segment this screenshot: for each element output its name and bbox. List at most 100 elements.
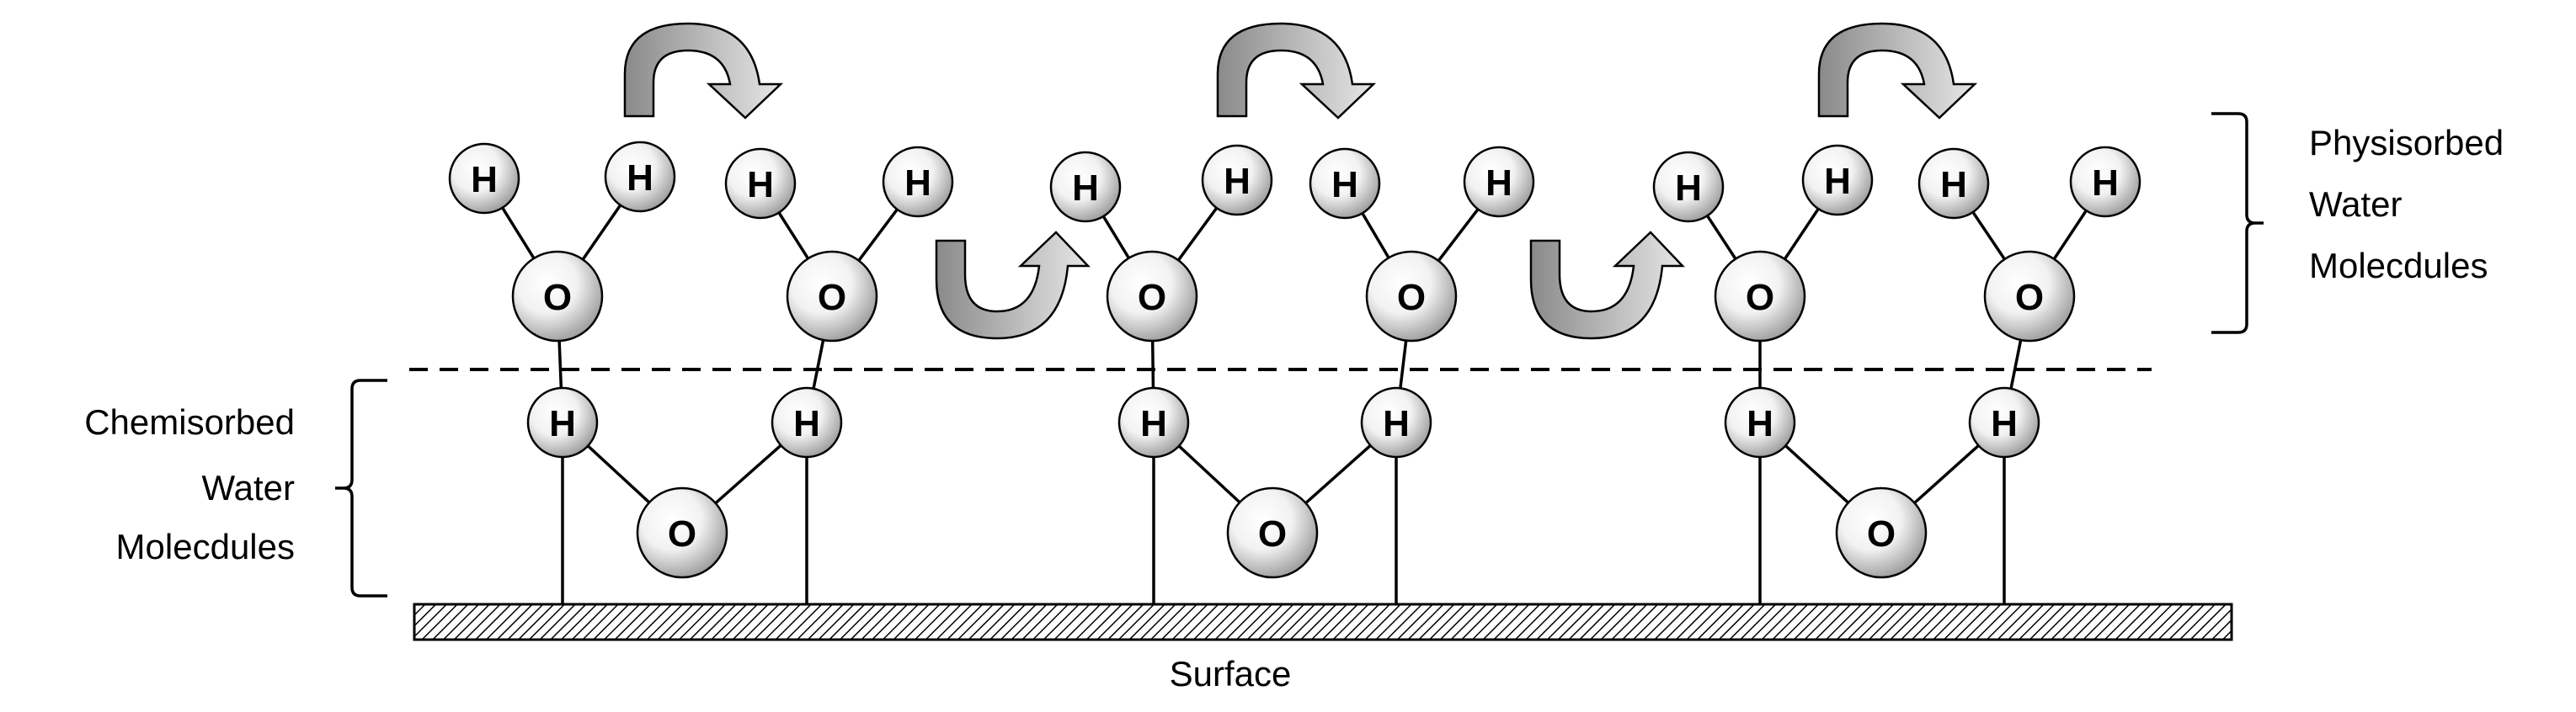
phys-hydrogen-2-left-b-circle (1201, 144, 1273, 216)
phys-oxygen-2-right: O (1365, 250, 1458, 343)
chem-oxygen-1-label: O (668, 513, 696, 555)
physisorbed-caption-line-1: Physisorbed (2309, 123, 2504, 162)
chem-oxygen-2-circle (1226, 486, 1319, 579)
phys-oxygen-1-right: O (786, 250, 878, 343)
phys-hydrogen-1-right-b-label: H (904, 162, 931, 204)
phys-hydrogen-3-left-b: H (1801, 144, 1874, 216)
phys-hydrogen-1-right-b: H (882, 146, 954, 218)
chem-hydrogen-1-left: H (526, 386, 599, 459)
chem-oxygen-1: O (636, 486, 728, 579)
phys-oxygen-3-right: O (1983, 250, 2076, 343)
chem-hydrogen-3-right-circle (1968, 386, 2040, 459)
chem-hydrogen-3-left-circle (1724, 386, 1796, 459)
phys-hydrogen-2-right-b-circle (1463, 146, 1535, 218)
chem-hydrogen-1-right: H (771, 386, 843, 459)
phys-oxygen-3-right-label: O (2015, 277, 2044, 318)
chem-hydrogen-1-right-circle (771, 386, 843, 459)
chem-hydrogen-3-left: H (1724, 386, 1796, 459)
chem-hydrogen-2-left-label: H (1140, 403, 1167, 444)
rotation-arrow-top-3 (1817, 22, 1978, 120)
phys-hydrogen-1-left-a-label: H (471, 159, 498, 200)
phys-oxygen-1-right-label: O (818, 277, 846, 318)
phys-hydrogen-2-left-a-circle (1049, 151, 1122, 223)
rotation-arrow-top-2 (1216, 22, 1377, 120)
chemisorbed-caption-line-3: Molecdules (116, 527, 295, 566)
chem-oxygen-1-circle (636, 486, 728, 579)
phys-hydrogen-1-left-a-circle (448, 142, 520, 215)
phys-oxygen-3-left: O (1714, 250, 1806, 343)
phys-hydrogen-2-left-a-label: H (1072, 167, 1099, 209)
chemisorbed-caption: Chemisorbed Water Molecdules (84, 402, 295, 566)
phys-oxygen-3-left-label: O (1746, 277, 1774, 318)
phys-hydrogen-3-left-b-label: H (1824, 161, 1851, 202)
phys-oxygen-3-right-circle (1983, 250, 2076, 343)
rotation-arrow-top-1 (623, 22, 784, 120)
chemisorbed-caption-line-1: Chemisorbed (84, 402, 295, 442)
chem-hydrogen-2-right-circle (1360, 386, 1432, 459)
phys-hydrogen-2-right-a-label: H (1331, 164, 1358, 205)
phys-hydrogen-1-left-a: H (448, 142, 520, 215)
chem-hydrogen-2-left-circle (1117, 386, 1190, 459)
phys-oxygen-2-right-label: O (1397, 277, 1426, 318)
phys-hydrogen-3-right-b-label: H (2092, 162, 2119, 204)
phys-hydrogen-3-left-b-circle (1801, 144, 1874, 216)
arrows-layer (623, 22, 1978, 340)
chem-oxygen-3: O (1835, 486, 1928, 579)
chemisorbed-caption-line-2: Water (202, 468, 295, 507)
phys-hydrogen-2-left-a: H (1049, 151, 1122, 223)
chemisorbed-brace (335, 379, 387, 598)
chem-hydrogen-2-right-label: H (1383, 403, 1410, 444)
phys-hydrogen-3-right-a: H (1917, 147, 1990, 220)
chem-hydrogen-3-right-label: H (1991, 403, 2018, 444)
phys-hydrogen-3-left-a-circle (1652, 151, 1725, 223)
phys-hydrogen-2-right-b-label: H (1485, 162, 1512, 204)
phys-hydrogen-1-left-b: H (604, 141, 676, 213)
phys-hydrogen-3-left-a-label: H (1675, 167, 1702, 209)
phys-hydrogen-2-right-a: H (1309, 147, 1381, 220)
phys-hydrogen-3-right-b: H (2069, 146, 2141, 218)
phys-hydrogen-1-right-a-circle (724, 147, 797, 220)
phys-oxygen-1-left-label: O (543, 277, 572, 318)
chem-hydrogen-1-left-circle (526, 386, 599, 459)
physisorbed-caption-line-3: Molecdules (2309, 246, 2488, 285)
phys-oxygen-2-left: O (1106, 250, 1198, 343)
physisorbed-caption-line-2: Water (2309, 184, 2402, 224)
chem-hydrogen-3-right: H (1968, 386, 2040, 459)
surface-bar (413, 603, 2233, 641)
rotation-arrow-bottom-1 (935, 231, 1091, 340)
phys-hydrogen-3-right-a-label: H (1940, 164, 1967, 205)
chem-oxygen-2: O (1226, 486, 1319, 579)
phys-oxygen-2-left-label: O (1138, 277, 1166, 318)
phys-hydrogen-3-right-a-circle (1917, 147, 1990, 220)
chem-oxygen-3-label: O (1867, 513, 1896, 555)
phys-oxygen-1-left: O (511, 250, 604, 343)
phys-oxygen-2-left-circle (1106, 250, 1198, 343)
chem-hydrogen-3-left-label: H (1747, 403, 1773, 444)
phys-oxygen-1-right-circle (786, 250, 878, 343)
phys-oxygen-2-right-circle (1365, 250, 1458, 343)
rotation-arrow-bottom-2 (1529, 231, 1685, 340)
phys-hydrogen-1-right-b-circle (882, 146, 954, 218)
phys-hydrogen-2-left-b-label: H (1224, 161, 1251, 202)
phys-hydrogen-2-left-b: H (1201, 144, 1273, 216)
chem-hydrogen-2-right: H (1360, 386, 1432, 459)
physisorbed-caption: Physisorbed Water Molecdules (2309, 123, 2504, 285)
phys-hydrogen-3-right-b-circle (2069, 146, 2141, 218)
chem-hydrogen-1-right-label: H (793, 403, 820, 444)
phys-hydrogen-2-right-b: H (1463, 146, 1535, 218)
chem-hydrogen-2-left: H (1117, 386, 1190, 459)
atoms-layer: O H H O H H O H H O H H O H H O H H O H H O H H O H H (448, 141, 2141, 579)
phys-oxygen-1-left-circle (511, 250, 604, 343)
chem-hydrogen-1-left-label: H (549, 403, 576, 444)
phys-oxygen-3-left-circle (1714, 250, 1806, 343)
chem-oxygen-3-circle (1835, 486, 1928, 579)
surface-label: Surface (1170, 654, 1292, 693)
chem-oxygen-2-label: O (1258, 513, 1287, 555)
phys-hydrogen-3-left-a: H (1652, 151, 1725, 223)
physisorbed-brace (2211, 112, 2264, 334)
phys-hydrogen-1-right-a: H (724, 147, 797, 220)
phys-hydrogen-1-left-b-label: H (627, 157, 653, 199)
phys-hydrogen-1-right-a-label: H (747, 164, 774, 205)
phys-hydrogen-2-right-a-circle (1309, 147, 1381, 220)
